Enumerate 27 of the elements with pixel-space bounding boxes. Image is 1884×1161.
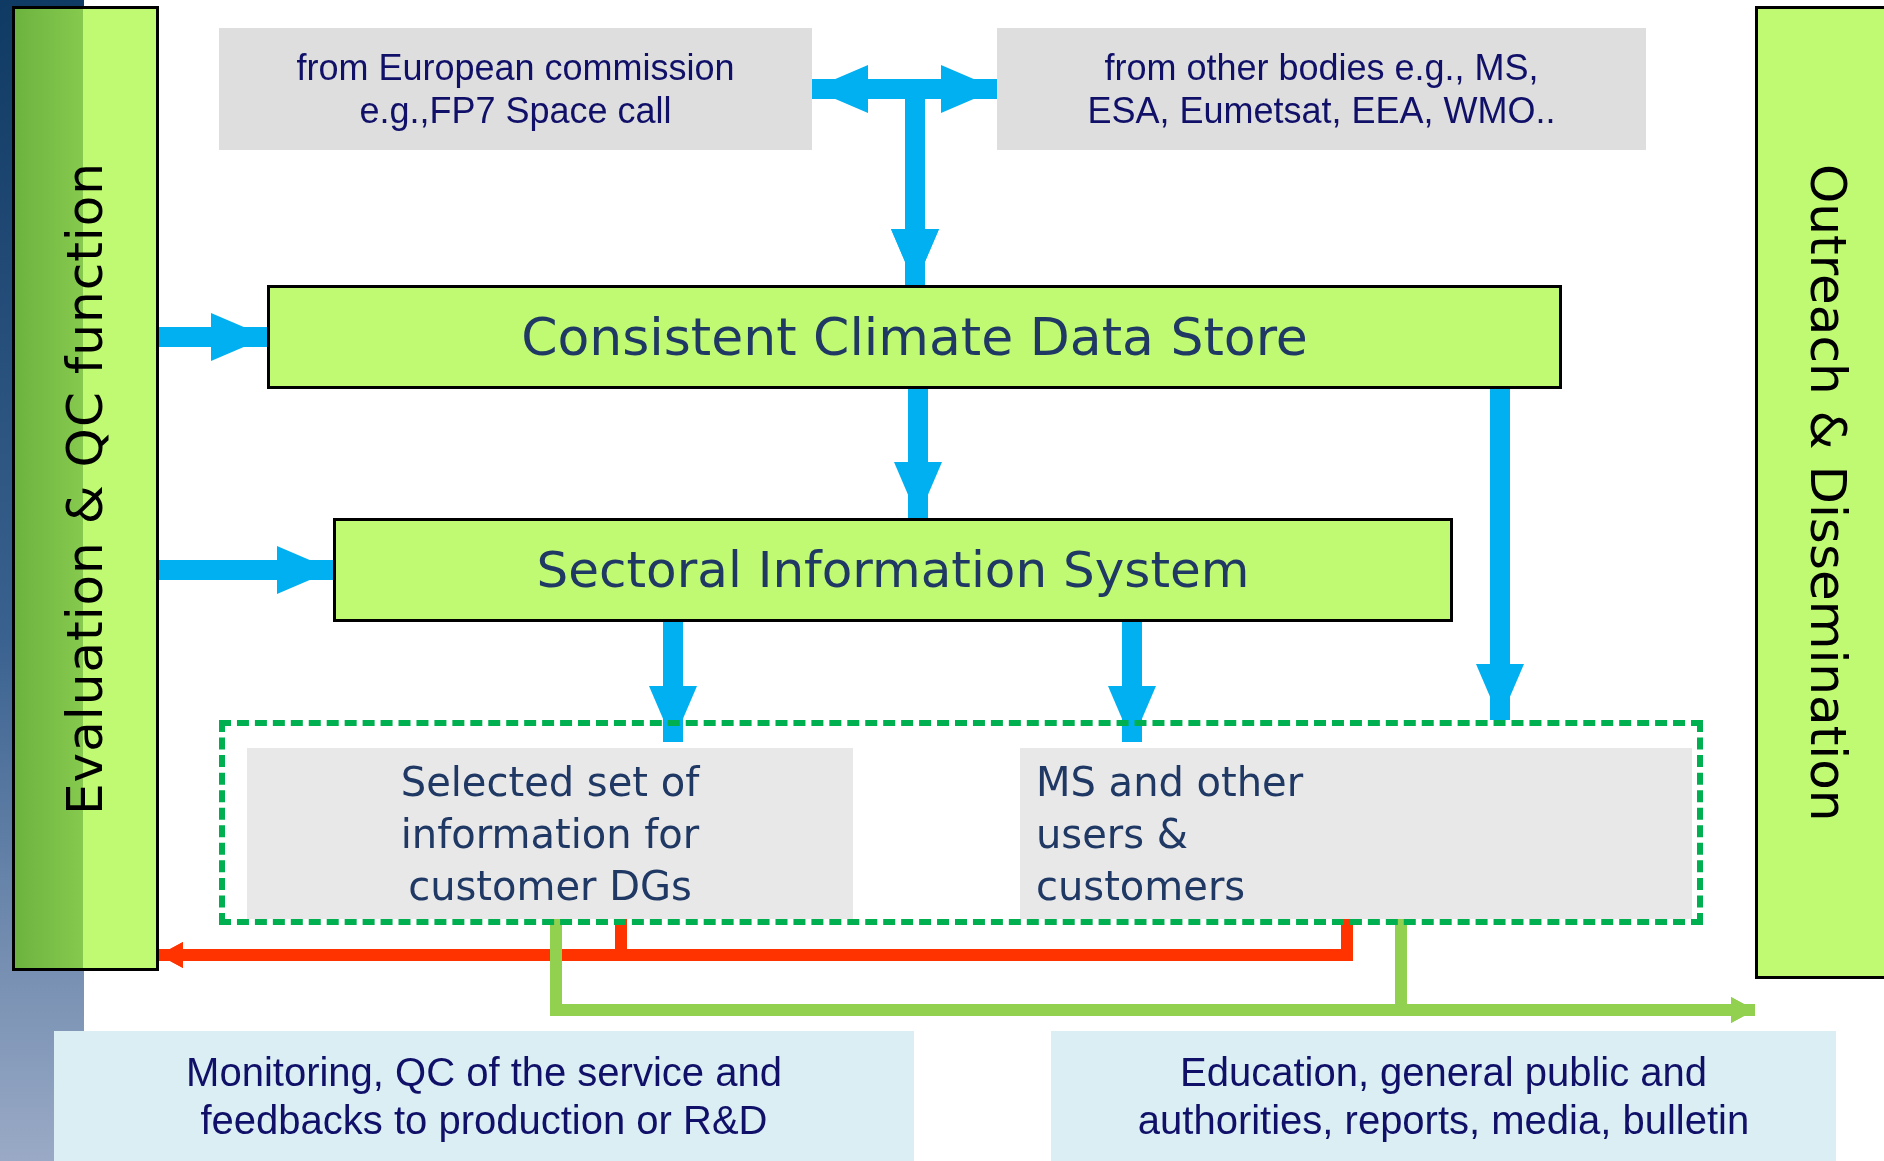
- source-box: [997, 28, 1646, 150]
- arrow: [894, 389, 942, 518]
- arrow: [1108, 622, 1156, 742]
- arrow: [649, 622, 697, 742]
- node-label: Consistent Climate Data Store: [521, 306, 1308, 369]
- node-label: Selected set of information for customer DGs: [399, 757, 701, 911]
- node-label: from European commission e.g.,FP7 Space call: [295, 45, 736, 133]
- process-box: [267, 285, 1562, 389]
- info-box: [247, 748, 853, 919]
- node-label: Education, general public and authorities, reports, media, bulletin: [1136, 1049, 1751, 1144]
- node-label: Monitoring, QC of the service and feedbacks to production or R&D: [185, 1049, 783, 1144]
- arrow: [159, 546, 333, 594]
- side-label: Evaluation & QC function: [55, 162, 115, 815]
- node-label: from other bodies e.g., MS, ESA, Eumetsat, EEA, WMO..: [1086, 45, 1557, 133]
- arrow: [1476, 389, 1524, 720]
- process-box: [333, 518, 1453, 622]
- side-panel: [12, 6, 159, 971]
- output-box: [54, 1031, 914, 1161]
- info-box: [1020, 748, 1692, 919]
- output-box: [1051, 1031, 1836, 1161]
- side-panel: [1755, 6, 1884, 979]
- arrow: [159, 313, 267, 361]
- dashed-group-box: [219, 720, 1703, 925]
- side-label: Outreach & Dissemination: [1798, 163, 1858, 822]
- node-label: MS and other users & customers: [1036, 757, 1305, 911]
- source-box: [219, 28, 812, 150]
- node-label: Sectoral Information System: [536, 539, 1250, 601]
